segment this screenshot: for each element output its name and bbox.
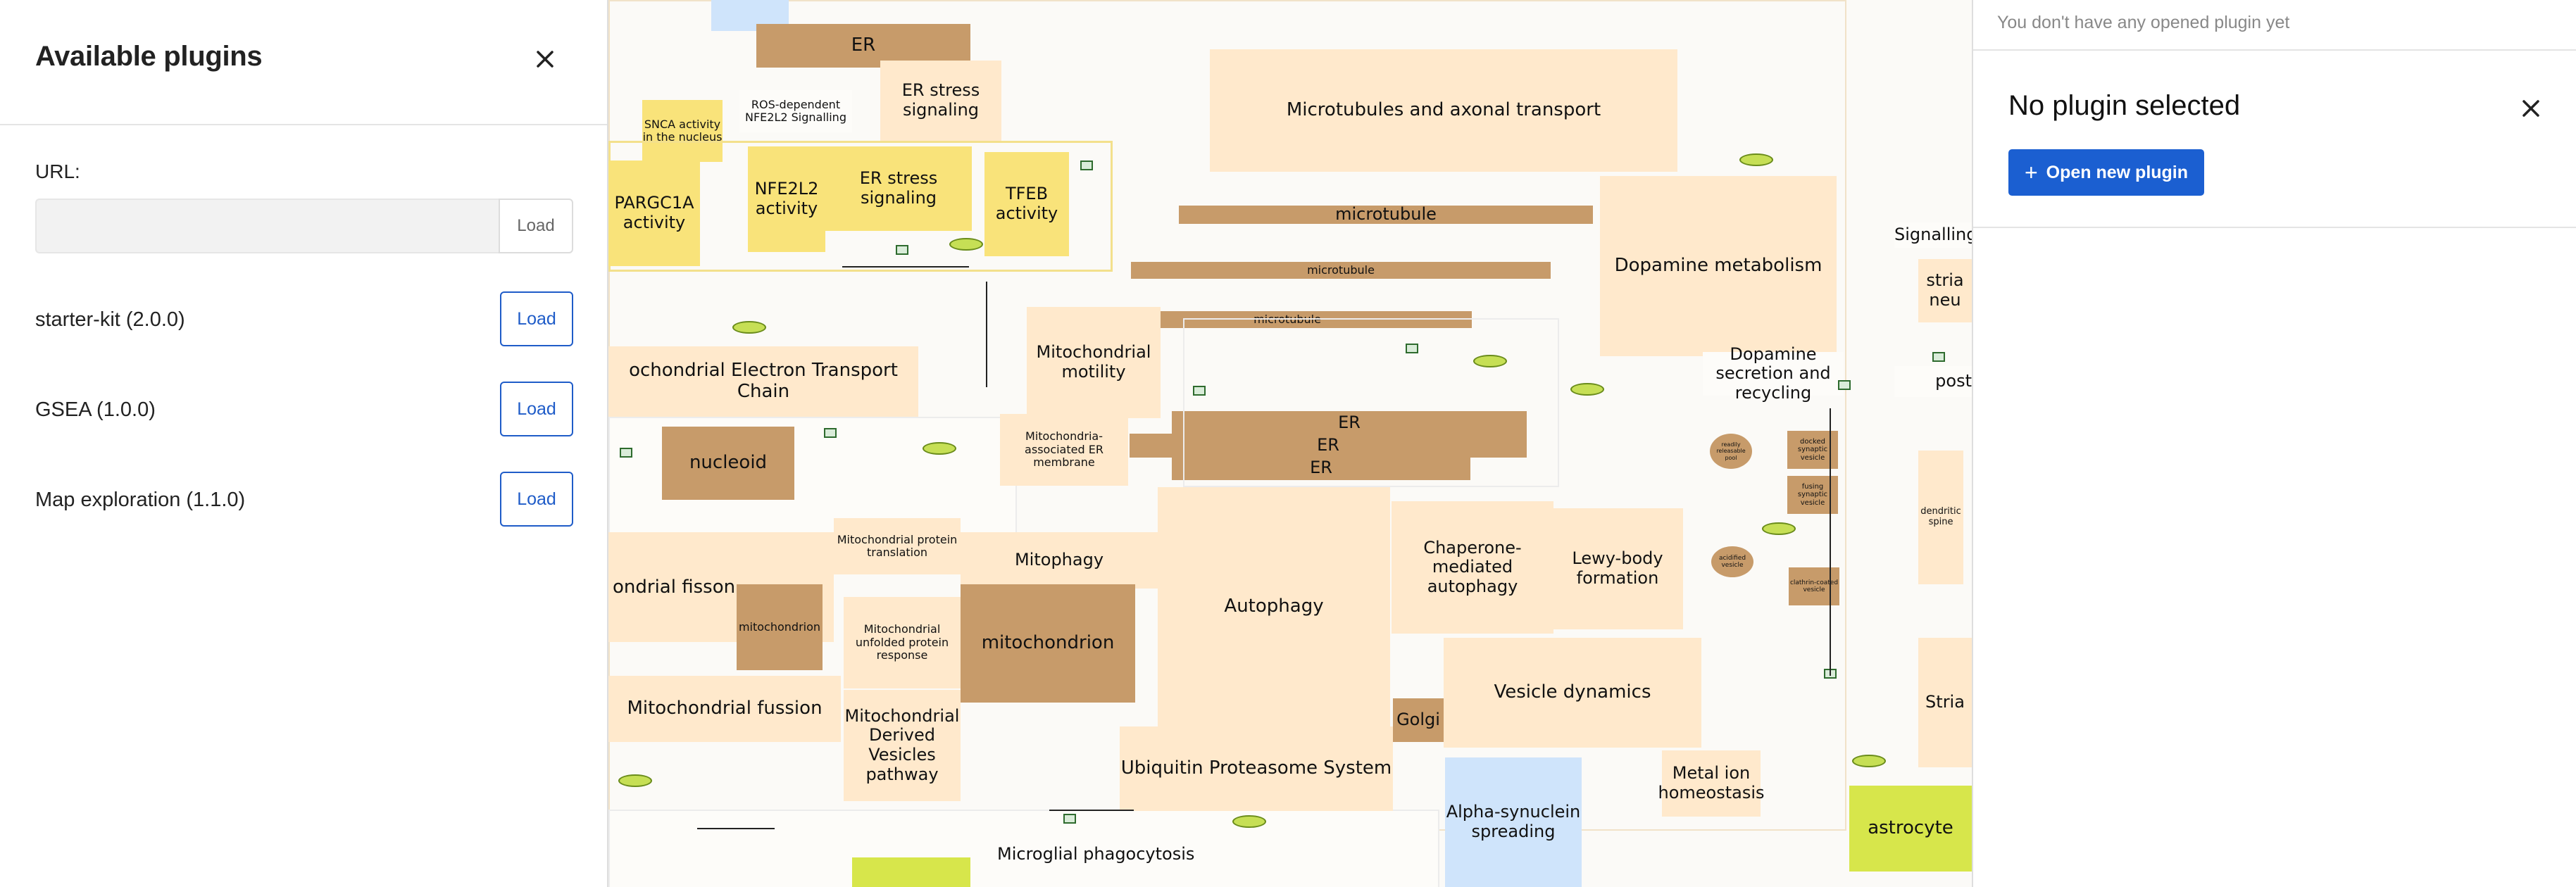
map-area-upr[interactable]: Mitochondrial unfolded protein response (844, 597, 961, 688)
map-node[interactable] (1932, 352, 1945, 362)
plugin-panel-title: No plugin selected (2008, 90, 2241, 121)
map-node[interactable] (1063, 814, 1076, 824)
map-compartment-er-1[interactable]: ER (1172, 411, 1527, 435)
map-wire (1049, 810, 1134, 811)
map-compartment-mitochondrion[interactable]: mitochondrion (961, 584, 1135, 703)
map-compartment-er-2[interactable]: ER (1130, 434, 1527, 458)
plugin-row-map-exploration: Map exploration (1.1.0) Load (35, 472, 573, 528)
map-area-dopamine-metabolism[interactable]: Dopamine metabolism (1600, 176, 1837, 356)
map-area-ups[interactable]: Ubiquitin Proteasome System (1120, 726, 1393, 811)
map-area-mito-translation[interactable]: Mitochondrial protein translation (834, 518, 961, 574)
plugin-name: Map exploration (1.1.0) (35, 489, 246, 511)
close-plugin-panel-button[interactable] (2515, 93, 2546, 124)
map-area-post[interactable]: post (1894, 366, 1972, 397)
map-area-pargc1a[interactable]: PARGC1A activity (608, 161, 700, 266)
map-node[interactable] (1193, 386, 1206, 396)
close-drawer-button[interactable] (530, 44, 561, 75)
map-node-pill[interactable] (949, 238, 983, 251)
map-compartment-microtubule-1[interactable]: microtubule (1179, 204, 1593, 224)
map-area-mitophagy[interactable]: Mitophagy (961, 532, 1158, 589)
map-node-pill[interactable] (1852, 755, 1886, 767)
open-new-plugin-button[interactable]: + Open new plugin (2008, 149, 2204, 196)
map-node[interactable] (824, 428, 837, 438)
map-area-autophagy[interactable]: Autophagy (1158, 487, 1390, 726)
map-area-stria-bottom[interactable]: Stria (1918, 638, 1972, 767)
map-area-er-stress-2[interactable]: ER stress signaling (825, 146, 972, 231)
map-wire (697, 828, 775, 829)
map-area-mam[interactable]: Mitochondria-associated ER membrane (1000, 414, 1128, 486)
map-area-lewy[interactable]: Lewy-body formation (1552, 508, 1683, 629)
plus-icon: + (2024, 160, 2038, 185)
url-input[interactable] (35, 199, 500, 253)
plugin-row-gsea: GSEA (1.0.0) Load (35, 382, 573, 438)
drawer-header: Available plugins (0, 0, 607, 125)
close-icon (537, 51, 554, 68)
map-node-pill[interactable] (732, 321, 766, 334)
map-area-mdv[interactable]: Mitochondrial Derived Vesicles pathway (844, 690, 961, 801)
map-vesicle-clathrin[interactable]: clathrin-coated vesicle (1789, 567, 1839, 605)
map-area-chaperone[interactable]: Chaperone-mediated autophagy (1392, 501, 1553, 634)
map-node-pill[interactable] (1762, 522, 1796, 535)
map-area-nfe2l2[interactable]: NFE2L2 activity (748, 146, 825, 252)
map-node-pill[interactable] (1232, 815, 1266, 828)
map-area-etc[interactable]: ochondrial Electron Transport Chain (608, 346, 918, 417)
map-area-er-region (1183, 318, 1559, 487)
map-area-astrocyte[interactable]: astrocyte (1849, 786, 1972, 872)
plugin-panel: You don't have any opened plugin yet No … (1972, 0, 2576, 887)
map-area-striatal-neu[interactable]: stria neu (1918, 259, 1972, 322)
url-label: URL: (35, 161, 80, 182)
open-new-plugin-label: Open new plugin (2046, 162, 2189, 182)
map-node[interactable] (896, 245, 908, 255)
map-node[interactable] (1838, 380, 1851, 390)
map-area-er-stress-1[interactable]: ER stress signaling (880, 61, 1001, 141)
map-node-pill[interactable] (923, 442, 956, 455)
map-area-tfeb[interactable]: TFEB activity (984, 152, 1069, 256)
map-node[interactable] (620, 448, 632, 458)
map-compartment-golgi[interactable]: Golgi (1393, 698, 1444, 742)
map-area-lime-bottom (852, 857, 970, 887)
map-node[interactable] (1080, 161, 1093, 170)
map-area-microglial[interactable]: Microglial phagocytosis (993, 842, 1430, 887)
map-area-microtubules[interactable]: Microtubules and axonal transport (1210, 49, 1677, 172)
plugin-panel-header: No plugin selected + Open new plugin (1973, 51, 2576, 228)
map-area-signalling[interactable]: Signalling (1894, 222, 1977, 248)
map-node-pill[interactable] (1473, 355, 1507, 367)
map-area-dopamine-secretion[interactable]: Dopamine secretion and recycling (1703, 344, 1844, 403)
map-compartment-microtubule-2[interactable]: microtubule (1131, 262, 1551, 279)
map-compartment-nucleoid[interactable]: nucleoid (662, 427, 794, 500)
map-vesicle-readily[interactable]: readily releasable pool (1710, 434, 1752, 469)
plugin-name: starter-kit (2.0.0) (35, 308, 185, 331)
plugin-tabs-bar: You don't have any opened plugin yet (1973, 0, 2576, 51)
url-load-button[interactable]: Load (499, 199, 573, 253)
available-plugins-drawer: Available plugins URL: Load starter-kit … (0, 0, 608, 887)
map-compartment-er-3[interactable]: ER (1172, 456, 1470, 480)
drawer-title: Available plugins (35, 41, 263, 72)
map-node-pill[interactable] (1570, 383, 1604, 396)
map-wire (1830, 408, 1831, 676)
map-compartment-er-top[interactable]: ER (756, 24, 970, 68)
map-node-pill[interactable] (618, 774, 652, 787)
map-area-mito-motility[interactable]: Mitochondrial motility (1027, 307, 1161, 418)
map-area-dendritic[interactable]: dendritic spine (1918, 451, 1963, 584)
plugin-row-starter-kit: starter-kit (2.0.0) Load (35, 291, 573, 348)
plugin-name: GSEA (1.0.0) (35, 398, 156, 421)
map-node[interactable] (1406, 344, 1418, 353)
map-area-snca[interactable]: SNCA activity in the nucleus (642, 100, 723, 162)
load-plugin-button[interactable]: Load (500, 291, 573, 346)
load-plugin-button[interactable]: Load (500, 382, 573, 436)
map-area-ros[interactable]: ROS-dependent NFE2L2 Signalling (739, 90, 852, 132)
no-plugin-status: You don't have any opened plugin yet (1997, 13, 2290, 32)
map-area-alpha-syn[interactable]: Alpha-synuclein spreading (1445, 757, 1582, 887)
map-area-metal[interactable]: Metal ion homeostasis (1658, 750, 1765, 817)
map-node-pill[interactable] (1739, 153, 1773, 166)
map-area-fussion[interactable]: Mitochondrial fussion (608, 676, 841, 742)
close-icon (2522, 100, 2539, 117)
map-wire (986, 282, 987, 387)
map-compartment-mitochondrion-small[interactable]: mitochondrion (737, 584, 823, 670)
map-area-vesicle-dynamics[interactable]: Vesicle dynamics (1444, 638, 1701, 748)
map-vesicle-acidified[interactable]: acidified vesicle (1711, 546, 1753, 577)
load-plugin-button[interactable]: Load (500, 472, 573, 527)
map-wire (842, 266, 969, 268)
